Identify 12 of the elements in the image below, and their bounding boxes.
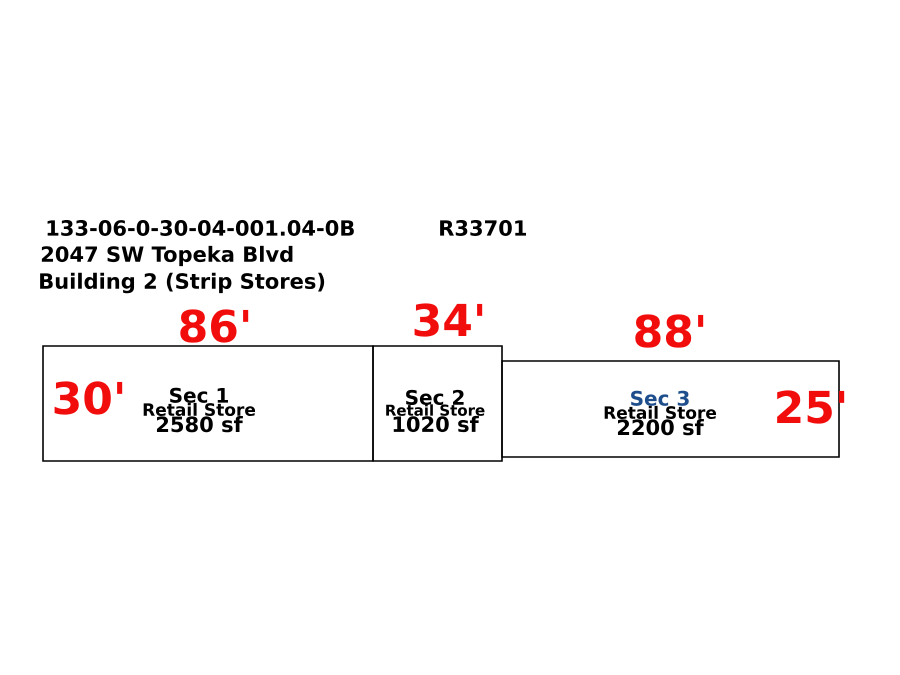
section-text: Sec 1 Retail Store 2580 sf: [144, 388, 256, 432]
record-number: R33701: [440, 220, 526, 236]
store-section: [42, 345, 374, 462]
section-text: Sec 2 Retail Store 1020 sf: [386, 390, 484, 432]
store-section: [372, 345, 503, 462]
section-text: Sec 3 Retail Store 2200 sf: [604, 390, 716, 436]
address-text: 2047 SW Topeka Blvd: [42, 246, 292, 266]
dimension-label: 30': [54, 381, 122, 415]
building-title: Building 2 (Strip Stores): [40, 272, 324, 294]
dimension-label: 86': [180, 309, 248, 343]
dimension-label: 34': [414, 303, 482, 337]
parcel-number: 133-06-0-30-04-001.04-0B: [48, 220, 354, 236]
